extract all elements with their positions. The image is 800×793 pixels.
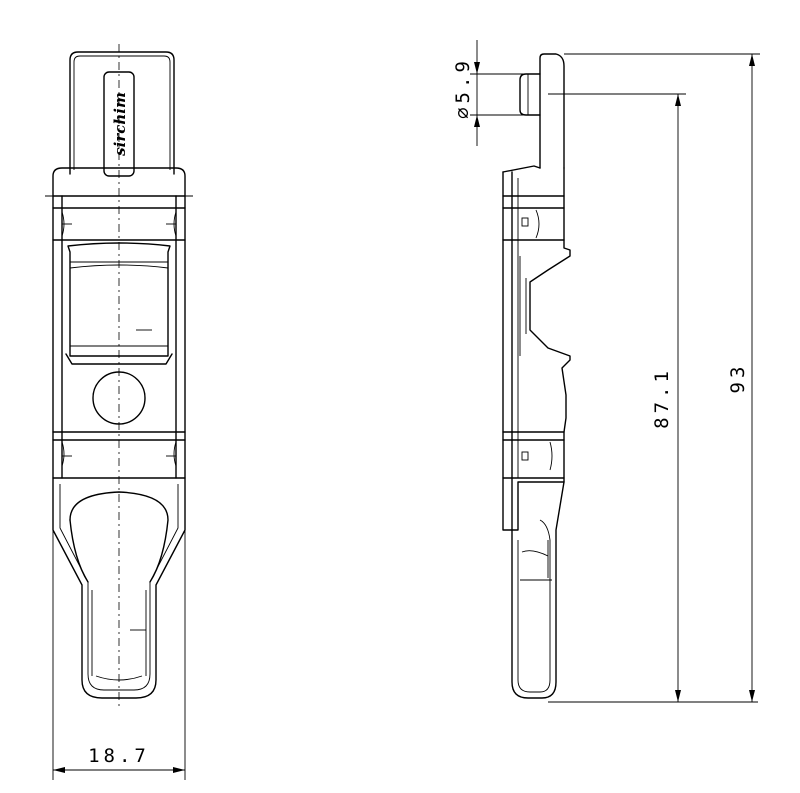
brand-logo: sirchim — [111, 92, 129, 156]
center-height-label: 87.1 — [651, 367, 673, 429]
diameter-symbol: ⌀ — [452, 103, 474, 118]
dimension-center-height: 87.1 — [548, 93, 758, 703]
svg-text:⌀5.9: ⌀5.9 — [452, 57, 474, 119]
front-top-block — [69, 51, 175, 175]
side-body-outline — [502, 167, 571, 531]
front-window — [67, 242, 171, 357]
total-height-label: 93 — [727, 363, 749, 394]
front-view: sirchim — [45, 44, 193, 706]
dimension-width: 18.7 — [52, 530, 186, 780]
side-blade — [511, 481, 565, 699]
front-shoulder — [52, 167, 186, 197]
diameter-label: 5.9 — [452, 57, 474, 103]
width-label: 18.7 — [88, 745, 150, 767]
side-peg — [519, 73, 541, 116]
dimension-total-height: 93 — [564, 53, 760, 702]
dimension-diameter: ⌀5.9 — [452, 40, 526, 146]
side-view — [502, 53, 571, 699]
side-top-flange — [539, 53, 565, 169]
